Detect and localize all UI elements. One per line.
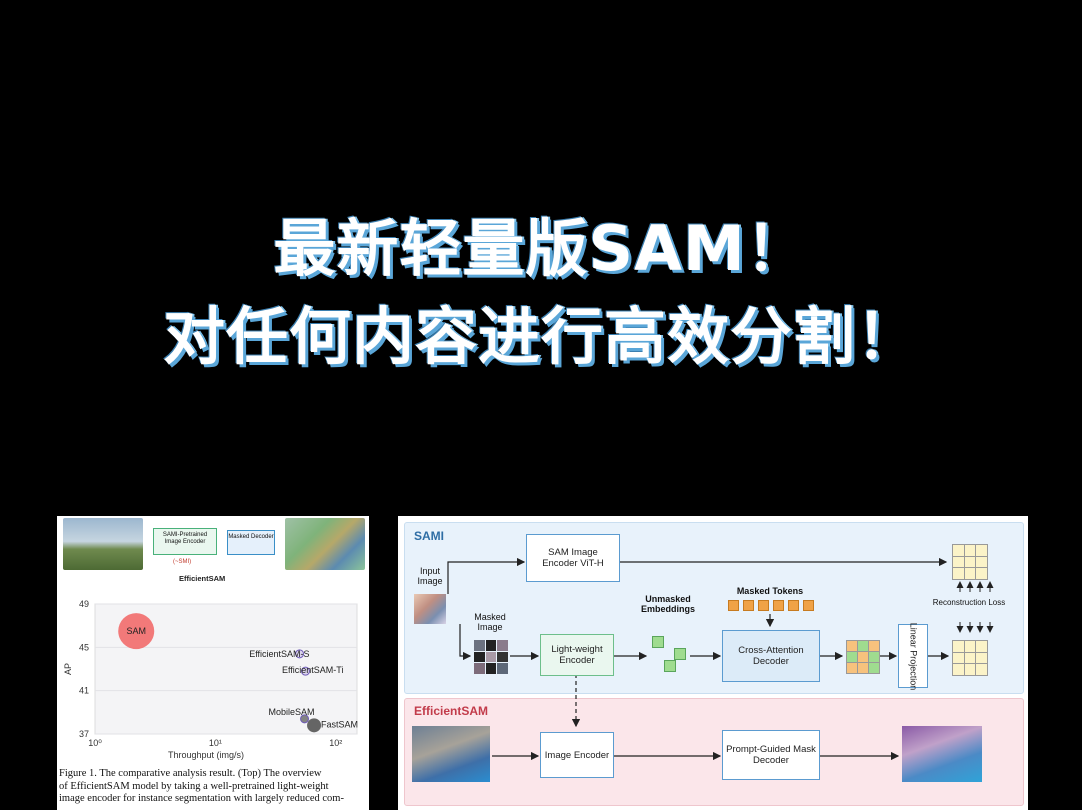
point-label: MobileSAM [269,707,315,717]
diagram-connectors [447,557,994,761]
smi-note: (~SMI) [173,559,192,565]
scatter-point [300,714,310,724]
y-axis-label: AP [63,663,73,675]
masked-token [728,600,739,611]
lightweight-encoder-box: Light-weight Encoder [540,634,614,676]
unmasked-embeddings-label: Unmasked Embeddings [640,594,695,614]
prompt-guided-mask-decoder-box: Prompt-Guided Mask Decoder [722,730,820,780]
sami-pretrained-encoder-box: SAMI-Pretrained Image Encoder [153,528,217,555]
input-image-thumbnail [414,594,446,624]
point-label: SAM [126,626,146,636]
y-tick-label: 41 [79,686,89,696]
decoder-output-grid [846,640,880,674]
point-label: FastSAM [321,719,358,729]
cross-attention-decoder-box: Cross-Attention Decoder [722,630,820,682]
embedding-token [652,636,664,648]
y-tick-label: 49 [79,599,89,609]
efficientsam-label: EfficientSAM [179,574,226,583]
y-tick-label: 37 [79,729,89,739]
masked-token [788,600,799,611]
reconstruction-loss-label: Reconstruction Loss [932,598,1006,607]
point-label: EfficientSAM-Ti [282,665,344,675]
scatter-point [295,649,305,659]
arrow-input-to-sam-encoder [447,557,526,594]
architecture-diagram-panel: SAMI EfficientSAM [398,516,1028,810]
image-encoder-box: Image Encoder [540,732,614,778]
scatter-point [307,718,322,733]
masked-token [758,600,769,611]
caption-line: of EfficientSAM model by taking a well-p… [59,780,329,792]
embedding-token [664,660,676,672]
y-tick-label: 45 [79,642,89,652]
input-photo-thumbnail [63,518,143,570]
masked-tokens-row [728,600,814,611]
segmented-photo-thumbnail [285,518,365,570]
input-image-label: Input Image [417,566,443,586]
x-tick-label: 10⁰ [88,738,102,748]
x-axis-label: Throughput (img/s) [168,750,244,760]
efficientsam-title: EfficientSAM [414,704,489,718]
masked-image-label: Masked Image [474,612,506,632]
masked-token [773,600,784,611]
x-tick-label: 10² [329,738,342,748]
x-tick-label: 10¹ [209,738,222,748]
caption-line: Figure 1. The comparative analysis resul… [59,768,322,779]
masked-token [743,600,754,611]
caption-line: image encoder for instance segmentation … [59,793,344,804]
headline-line-1: 最新轻量版SAM！ [273,212,809,285]
sami-title: SAMI [414,529,444,543]
arrow-input-to-masked [459,624,472,661]
linear-projection-label: Linear Projection [908,622,919,690]
masked-tokens-label: Masked Tokens [736,586,804,596]
sam-image-encoder-box: SAM Image Encoder ViT-H [526,534,620,582]
linear-projection-box: Linear Projection [898,622,928,690]
scatter-point [118,613,155,650]
masked-decoder-box: Masked Decoder [227,530,275,555]
masked-image-grid [474,640,508,674]
prediction-grid [952,640,988,676]
sam-feature-target-grid [952,544,988,580]
efficientsam-input-thumbnail [412,726,490,782]
point-label: EfficientSAM-S [249,649,309,659]
headline-line-2: 对任何内容进行高效分割！ [162,300,919,373]
scatter-point [300,666,310,676]
embedding-token [674,648,686,660]
masked-token [803,600,814,611]
figure-1-caption: Figure 1. The comparative analysis resul… [59,768,369,806]
left-figure-panel: SAMI-Pretrained Image Encoder (~SMI) Mas… [57,516,369,810]
efficientsam-output-thumbnail [902,726,982,782]
